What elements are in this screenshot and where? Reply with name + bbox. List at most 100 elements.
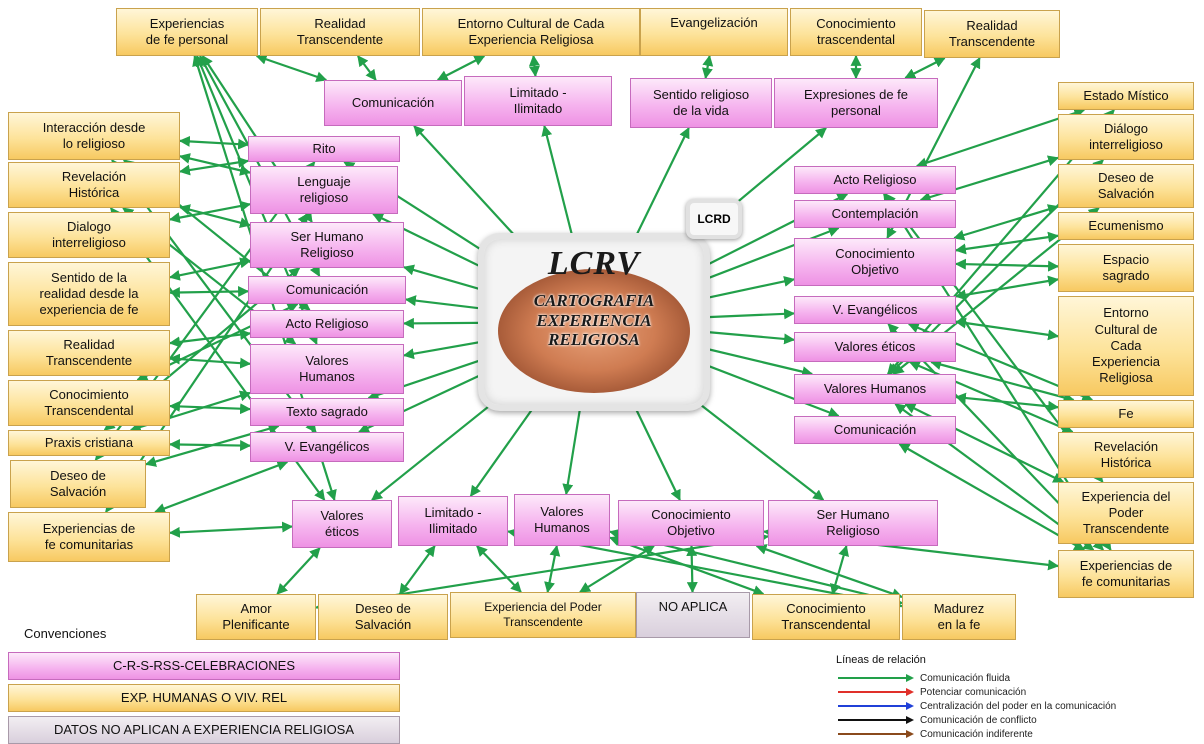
node-amor-plenificante: Amor Plenificante: [196, 594, 316, 640]
node-conocimiento-objetivo-bottom: Conocimiento Objetivo: [618, 500, 764, 546]
node-v-evangelicos-right: V. Evangélicos: [794, 296, 956, 324]
node-lenguaje-religioso: Lenguaje religioso: [250, 166, 398, 214]
node-madurez-fe: Madurez en la fe: [902, 594, 1016, 640]
relation-line-bp5-bo5: [830, 544, 849, 596]
node-evangelizacion: Evangelización: [640, 8, 788, 56]
relation-arrow-icon: [838, 730, 914, 738]
legend-item-pink: C-R-S-RSS-CELEBRACIONES: [8, 652, 400, 680]
node-acto-religioso-right: Acto Religioso: [794, 166, 956, 194]
relation-line-bp2-bo3: [476, 545, 522, 593]
relation-row: Comunicación de conflicto: [836, 714, 1037, 726]
node-no-aplica: NO APLICA: [636, 592, 750, 638]
relation-line-bp3-bo3: [544, 544, 561, 594]
node-texto-sagrado: Texto sagrado: [250, 398, 404, 426]
node-revelacion-historica-left: Revelación Histórica: [8, 162, 180, 208]
node-conocimiento-transcendental-left: Conocimiento Transcendental: [8, 380, 170, 426]
relation-line-rp4-ro5: [954, 275, 1060, 301]
node-entorno-cultural-right: Entorno Cultural de Cada Experiencia Rel…: [1058, 296, 1194, 396]
node-valores-humanos-right: Valores Humanos: [794, 374, 956, 404]
relation-line-bp1-bo1: [276, 547, 321, 595]
legend-item-gray: DATOS NO APLICAN A EXPERIENCIA RELIGIOSA: [8, 716, 400, 744]
node-realidad-transcendente-top: Realidad Transcendente: [260, 8, 420, 56]
relation-label: Centralización del poder en la comunicac…: [920, 700, 1117, 712]
relation-line-lp3-lo4: [168, 257, 252, 281]
relation-line-rp3-ro3: [953, 204, 1060, 241]
node-estado-mistico: Estado Místico: [1058, 82, 1194, 110]
relation-line-lp2-lo3: [168, 200, 252, 224]
node-ser-humano-religioso-bottom: Ser Humano Religioso: [768, 500, 938, 546]
relation-row: Potenciar comunicación: [836, 686, 1026, 698]
relation-line-lp8-lo9: [154, 460, 289, 514]
relation-line-lp2-lo1: [178, 153, 252, 176]
node-v-evangelicos-left: V. Evangélicos: [250, 432, 404, 462]
node-contemplacion: Contemplación: [794, 200, 956, 228]
node-comunicacion-left: Comunicación: [248, 276, 406, 304]
relation-arrow-icon: [838, 674, 914, 682]
node-acto-religioso-left: Acto Religioso: [250, 310, 404, 338]
node-realidad-transcendente-left: Realidad Transcendente: [8, 330, 170, 376]
relation-line-lp1-lo2: [178, 156, 250, 176]
relation-row: Comunicación indiferente: [836, 728, 1033, 740]
node-deseo-salvacion-bottom: Deseo de Salvación: [318, 594, 448, 640]
node-interaccion-religioso: Interacción desde lo religioso: [8, 112, 180, 160]
relation-line-bp3-bo5: [608, 535, 765, 596]
lcrd-badge: LCRD: [686, 199, 742, 239]
relation-line-tp4-t6: [904, 57, 946, 79]
node-valores-eticos-bottom: Valores éticos: [292, 500, 392, 548]
node-rito: Rito: [248, 136, 400, 162]
node-experiencias-comunitarias-right: Experiencias de fe comunitarias: [1058, 550, 1194, 598]
node-conocimiento-transcendental-bottom: Conocimiento Transcendental: [752, 594, 900, 640]
relation-line-tp2-t3: [528, 54, 540, 78]
relation-line-lp5-lo5: [168, 329, 252, 348]
center-hub: LCRV CARTOGRAFIA EXPERIENCIA RELIGIOSA: [478, 233, 710, 411]
node-experiencias-comunitarias-left: Experiencias de fe comunitarias: [8, 512, 170, 562]
relation-label: Comunicación indiferente: [920, 728, 1033, 740]
relation-line-bp2-bo2: [398, 545, 436, 595]
node-limitado-ilimitado-top: Limitado - Ilimitado: [464, 76, 612, 126]
node-conocimiento-objetivo-right: Conocimiento Objetivo: [794, 238, 956, 286]
node-deseo-salvacion-right: Deseo de Salvación: [1058, 164, 1194, 208]
relation-line-lp4-lo4: [168, 285, 250, 298]
node-fe: Fe: [1058, 400, 1194, 428]
node-espacio-sagrado: Espacio sagrado: [1058, 244, 1194, 292]
relation-arrow-icon: [838, 688, 914, 696]
node-valores-eticos-right: Valores éticos: [794, 332, 956, 362]
node-valores-humanos-bottom: Valores Humanos: [514, 494, 610, 546]
relation-line-tp1-t1: [255, 54, 328, 82]
legend-item-orange: EXP. HUMANAS O VIV. REL: [8, 684, 400, 712]
relation-line-lp6-lo5: [168, 353, 252, 369]
relation-line-lp1-lo1: [178, 135, 250, 150]
relation-line-bp4-bo3: [579, 545, 655, 593]
node-limitado-ilimitado-bottom: Limitado - Ilimitado: [398, 496, 508, 546]
node-dialogo-interreligioso-right: Diálogo interreligioso: [1058, 114, 1194, 160]
node-experiencia-poder-right: Experiencia del Poder Transcendente: [1058, 482, 1194, 544]
node-deseo-salvacion-left: Deseo de Salvación: [10, 460, 146, 508]
node-dialogo-interreligioso-left: Dialogo interreligioso: [8, 212, 170, 258]
node-comunicacion-right: Comunicación: [794, 416, 956, 444]
relation-line-bp1-lo9: [168, 521, 294, 538]
relation-line-bp4-bo6: [755, 544, 904, 599]
relation-line-rp4-ro6: [954, 317, 1060, 341]
center-subtitle: CARTOGRAFIA EXPERIENCIA RELIGIOSA: [533, 291, 655, 350]
legend-title: Convenciones: [24, 626, 107, 641]
node-sentido-realidad: Sentido de la realidad desde la experien…: [8, 262, 170, 326]
relation-line-lp8-lo7: [168, 439, 252, 452]
relation-arrow-icon: [838, 716, 914, 724]
relation-line-lp7-lo6: [168, 400, 252, 415]
node-ecumenismo: Ecumenismo: [1058, 212, 1194, 240]
relation-line-rp3-ro5: [954, 258, 1060, 272]
node-experiencias-de-fe-personal: Experiencias de fe personal: [116, 8, 258, 56]
node-experiencia-poder-bottom: Experiencia del Poder Transcendente: [450, 592, 636, 638]
relation-line-bp4-bo4: [686, 544, 698, 594]
node-ser-humano-religioso-left: Ser Humano Religioso: [250, 222, 404, 268]
node-expresiones-fe-personal: Expresiones de fe personal: [774, 78, 938, 128]
node-revelacion-historica-right: Revelación Histórica: [1058, 432, 1194, 478]
relation-line-tp3-t4: [701, 54, 714, 80]
relation-line-rp6-ro7: [954, 392, 1060, 412]
relation-label: Comunicación de conflicto: [920, 714, 1037, 726]
hands-image: [498, 269, 690, 393]
relations-title: Líneas de relación: [836, 654, 926, 666]
node-comunicacion-top: Comunicación: [324, 80, 462, 126]
node-praxis-cristiana: Praxis cristiana: [8, 430, 170, 456]
relation-row: Comunicación fluida: [836, 672, 1010, 684]
